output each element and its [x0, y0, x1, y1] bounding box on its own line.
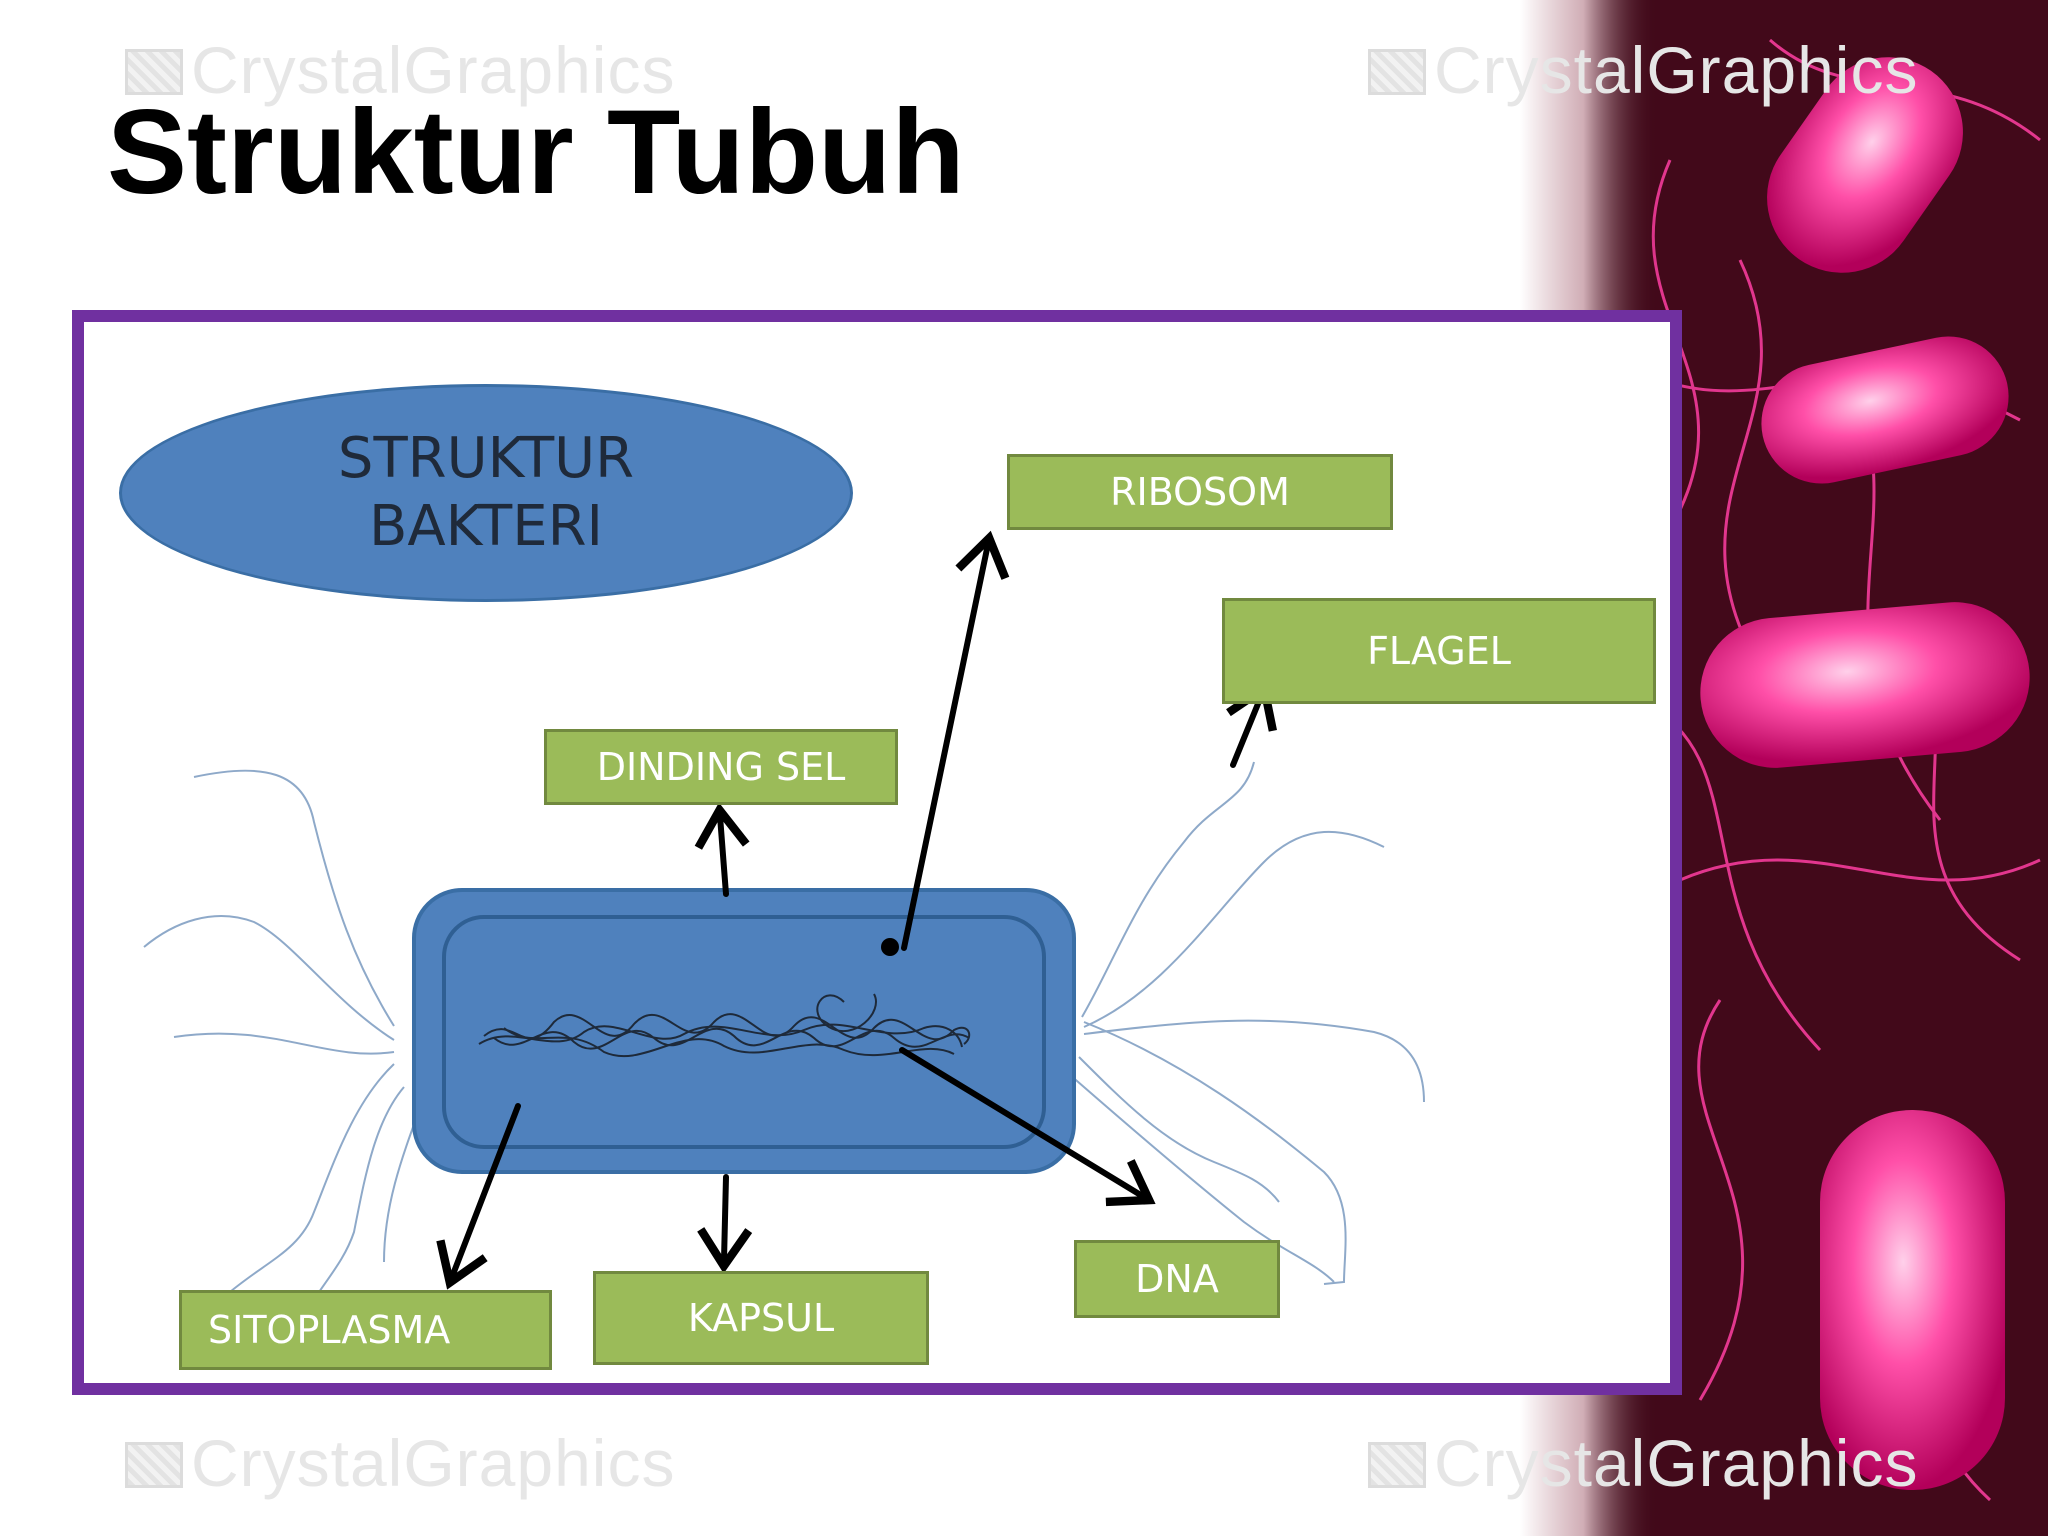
- label-dna: DNA: [1074, 1240, 1280, 1318]
- arrow-sitoplasma: [436, 1103, 521, 1290]
- watermark: CrystalGraphics: [1368, 32, 1918, 108]
- watermark-text: CrystalGraphics: [191, 1426, 676, 1500]
- crystalgraphics-logo-icon: [125, 1442, 183, 1488]
- crystalgraphics-logo-icon: [1368, 49, 1426, 95]
- arrow-dinding-sel: [694, 802, 750, 897]
- diagram-heading-line1: STRUKTUR: [337, 425, 635, 491]
- arrow-dna: [899, 1047, 1156, 1207]
- arrow-kapsul: [697, 1174, 753, 1274]
- slide-title: Struktur Tubuh: [107, 85, 965, 219]
- watermark-text: CrystalGraphics: [191, 33, 676, 107]
- watermark-text: CrystalGraphics: [1434, 33, 1919, 107]
- diagram-heading-ellipse: STRUKTUR BAKTERI: [119, 384, 853, 602]
- watermark: CrystalGraphics: [1368, 1425, 1918, 1501]
- flagella: [143, 761, 1425, 1313]
- arrow-ribosom: [901, 530, 1010, 951]
- label-kapsul: KAPSUL: [593, 1271, 929, 1365]
- crystalgraphics-logo-icon: [125, 49, 183, 95]
- crystalgraphics-logo-icon: [1368, 1442, 1426, 1488]
- arrow-flagel: [1226, 681, 1277, 768]
- ribosome-dot: [881, 938, 899, 956]
- watermark-text: CrystalGraphics: [1434, 1426, 1919, 1500]
- dna-strand: [478, 993, 971, 1058]
- diagram-frame: STRUKTUR BAKTERI RIBOSOM FLAGEL DINDING …: [72, 310, 1682, 1395]
- watermark: CrystalGraphics: [125, 32, 675, 108]
- diagram-heading-line2: BAKTERI: [368, 494, 604, 559]
- label-ribosom: RIBOSOM: [1007, 454, 1393, 530]
- label-flagel: FLAGEL: [1222, 598, 1656, 704]
- label-dinding-sel: DINDING SEL: [544, 729, 898, 805]
- watermark: CrystalGraphics: [125, 1425, 675, 1501]
- pointer-arrows: [436, 530, 1277, 1290]
- label-sitoplasma: SITOPLASMA: [179, 1290, 552, 1370]
- bacteria-structure-diagram: [143, 530, 1425, 1313]
